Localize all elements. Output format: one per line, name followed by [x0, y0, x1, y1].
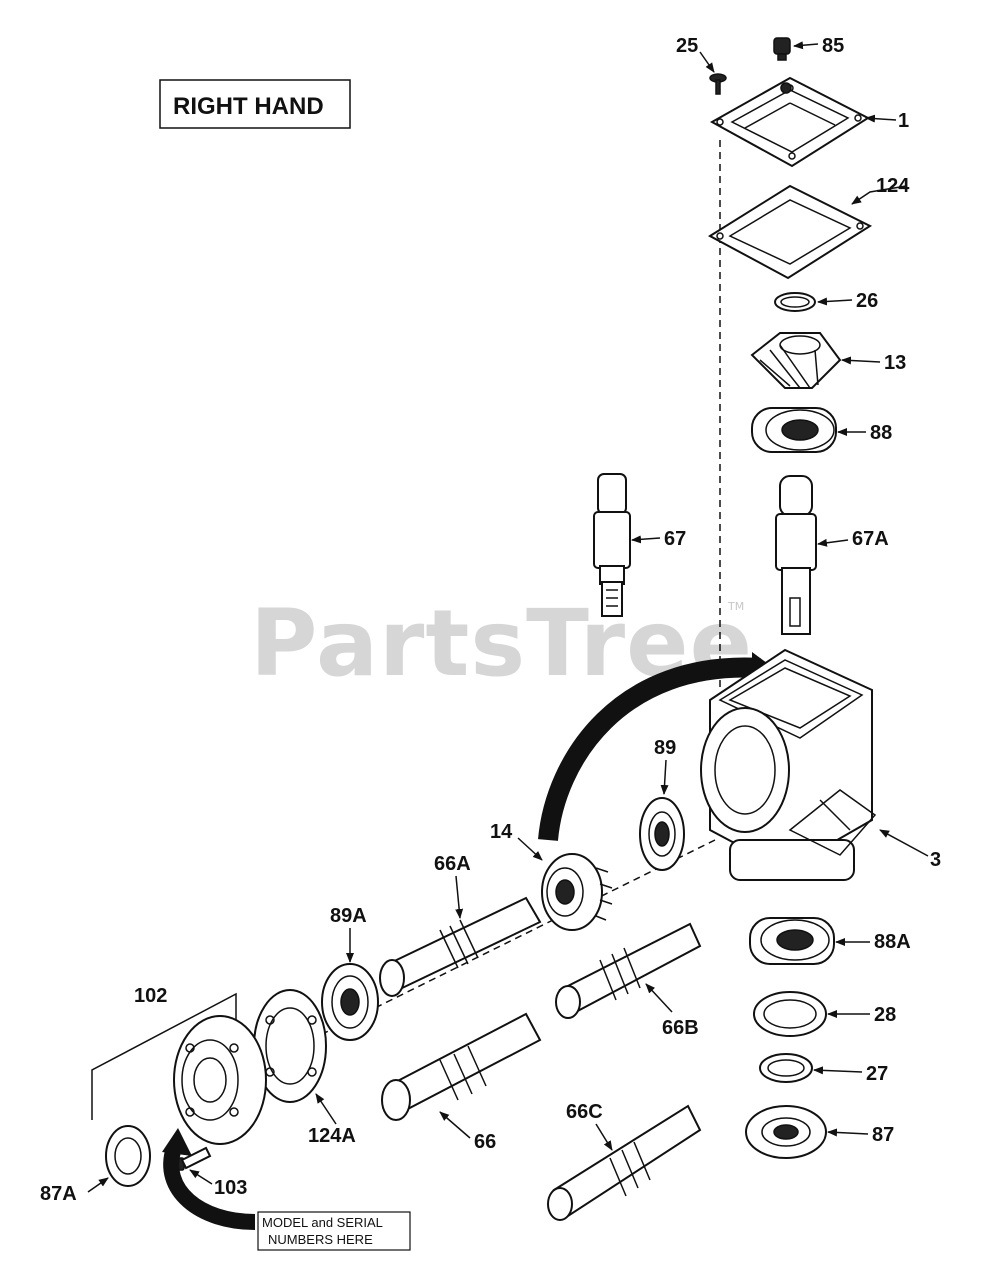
label-124: 124	[876, 175, 910, 197]
part-25-screw	[709, 73, 727, 95]
part-27-snap-ring	[759, 1053, 813, 1083]
label-102: 102	[134, 985, 167, 1007]
label-28: 28	[874, 1004, 896, 1026]
part-102-bracket	[91, 992, 237, 1120]
label-103: 103	[214, 1177, 247, 1199]
note-line-1: MODEL and SERIAL	[262, 1215, 383, 1230]
title-text: RIGHT HAND	[173, 93, 324, 120]
part-66a-shaft	[379, 896, 542, 997]
part-13-bevel-gear	[750, 332, 842, 389]
label-89: 89	[654, 737, 676, 759]
label-67: 67	[664, 528, 686, 550]
label-85: 85	[822, 35, 844, 57]
part-26-snap-ring	[774, 292, 816, 312]
label-87: 87	[872, 1124, 894, 1146]
part-88-bearing	[751, 407, 837, 453]
part-85-fitting	[773, 37, 791, 61]
part-87a-seal	[105, 1125, 151, 1187]
watermark-trademark: TM	[727, 600, 744, 613]
part-labels: 25 85 1 124 26 13 88 67 67A 89 3 14 66A …	[40, 35, 941, 1205]
part-67-shaft	[593, 473, 631, 617]
part-89-bearing	[639, 797, 685, 871]
label-14: 14	[490, 821, 513, 843]
label-26: 26	[856, 290, 878, 312]
label-13: 13	[884, 352, 906, 374]
title-box: RIGHT HAND	[159, 79, 351, 129]
label-66b: 66B	[662, 1017, 699, 1039]
part-3-housing	[700, 648, 877, 881]
label-67a: 67A	[852, 528, 889, 550]
part-66-shaft	[381, 1012, 542, 1121]
part-124-gasket	[708, 184, 873, 280]
label-66: 66	[474, 1131, 496, 1153]
label-87a: 87A	[40, 1183, 77, 1205]
label-3: 3	[930, 849, 941, 871]
curved-arrow-lower	[162, 1128, 256, 1230]
leader-lines	[87, 41, 929, 1193]
label-89a: 89A	[330, 905, 367, 927]
label-66a: 66A	[434, 853, 471, 875]
label-25: 25	[676, 35, 698, 57]
label-88: 88	[870, 422, 892, 444]
part-66c-shaft	[547, 1104, 702, 1221]
part-87-seal	[745, 1105, 827, 1159]
label-88a: 88A	[874, 931, 911, 953]
part-102-flange	[173, 1015, 267, 1145]
part-67a-shaft	[775, 475, 817, 635]
part-14-gear	[541, 853, 613, 931]
part-66b-shaft	[555, 922, 702, 1019]
label-1: 1	[898, 110, 909, 132]
model-serial-note: MODEL and SERIAL NUMBERS HERE	[257, 1211, 411, 1251]
label-66c: 66C	[566, 1101, 603, 1123]
part-89a-bearing	[321, 963, 379, 1041]
note-line-2: NUMBERS HERE	[268, 1232, 373, 1247]
label-124a: 124A	[308, 1125, 356, 1147]
part-28-retaining-ring	[753, 991, 827, 1037]
part-88a-bearing	[749, 917, 835, 965]
part-1-cover-plate	[709, 76, 871, 168]
label-27: 27	[866, 1063, 888, 1085]
